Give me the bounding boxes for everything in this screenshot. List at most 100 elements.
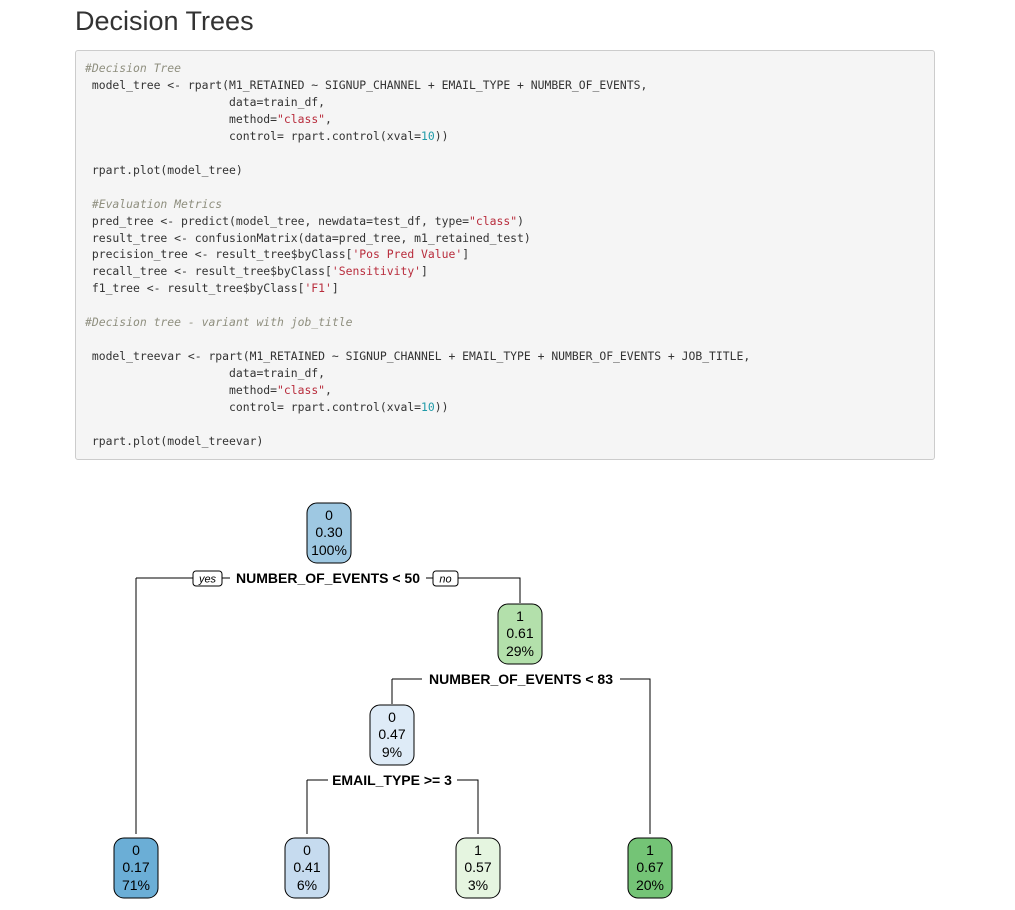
code-string: "class" [277, 111, 326, 126]
code-token: model_tree <- rpart(M1_RETAINED ~ SIGNUP… [85, 77, 648, 92]
node-cls: 1 [516, 608, 524, 624]
node-prob: 0.67 [636, 859, 663, 875]
decision-tree-plot: yes no NUMBER_OF_EVENTS < 50 NUMBER_OF_E… [113, 502, 673, 899]
node-box [627, 837, 673, 899]
yes-text: yes [198, 574, 217, 586]
node-pct: 29% [506, 643, 534, 659]
node-box [369, 704, 415, 766]
code-comment: #Decision tree - variant with job_title [85, 315, 353, 330]
node-cls: 1 [646, 842, 654, 858]
code-line: rpart.plot(model_treevar) [85, 434, 263, 448]
code-token: f1_tree <- result_tree$byClass[ [85, 281, 305, 296]
code-token: control= rpart.control(xval= [85, 128, 422, 143]
node-pct: 71% [122, 877, 150, 893]
code-token: rpart.plot(model_treevar) [85, 433, 264, 448]
tree-node-leaf-4: 10.67 20% [627, 837, 673, 899]
node-box [113, 837, 159, 899]
code-line: result_tree <- confusionMatrix(data=pred… [85, 231, 531, 245]
code-token: result_tree <- confusionMatrix(data=pred… [85, 230, 531, 245]
split-label-right: NUMBER_OF_EVENTS < 83 [429, 671, 613, 687]
code-comment: #Evaluation Metrics [91, 196, 223, 211]
node-pct: 3% [468, 877, 488, 893]
tree-node-leaf-1: 00.17 71% [113, 837, 159, 899]
code-line: recall_tree <- result_tree$byClass['Sens… [85, 264, 428, 278]
code-line: rpart.plot(model_tree) [85, 163, 243, 177]
node-cls: 0 [325, 507, 333, 523]
code-line: control= rpart.control(xval=10)) [85, 129, 448, 143]
code-token: , [325, 383, 332, 398]
node-cls: 0 [132, 842, 140, 858]
code-token: method= [85, 383, 278, 398]
code-string: 'F1' [304, 281, 332, 296]
code-string: "class" [469, 213, 518, 228]
code-line: control= rpart.control(xval=10)) [85, 400, 448, 414]
node-cls: 1 [474, 842, 482, 858]
yes-label: yes [192, 570, 223, 587]
node-prob: 0.17 [122, 859, 149, 875]
page-title: Decision Trees [75, 6, 254, 36]
code-string: 'Sensitivity' [331, 264, 422, 279]
code-line: method="class", [85, 112, 332, 126]
node-prob: 0.30 [315, 524, 342, 540]
tree-node-n-right: 10.61 29% [497, 603, 543, 665]
code-token: precision_tree <- result_tree$byClass[ [85, 247, 353, 262]
node-pct: 20% [636, 877, 664, 893]
code-token: method= [85, 111, 278, 126]
tree-node-leaf-3: 10.57 3% [455, 837, 501, 899]
code-token: ] [462, 247, 470, 262]
code-token: recall_tree <- result_tree$byClass[ [85, 264, 332, 279]
node-prob: 0.57 [464, 859, 491, 875]
node-pct: 100% [311, 542, 347, 558]
split-label-mid: EMAIL_TYPE >= 3 [332, 772, 452, 788]
code-line: f1_tree <- result_tree$byClass['F1'] [85, 281, 339, 295]
code-line: #Evaluation Metrics [85, 197, 222, 211]
node-prob: 0.47 [378, 726, 405, 742]
code-block: #Decision Tree model_tree <- rpart(M1_RE… [75, 50, 935, 460]
node-box [497, 603, 543, 665]
code-token: ] [421, 264, 428, 279]
tree-node-root: 00.30 100% [306, 502, 352, 564]
code-line: model_treevar <- rpart(M1_RETAINED ~ SIG… [85, 349, 750, 363]
code-line: pred_tree <- predict(model_tree, newdata… [85, 214, 524, 228]
code-token: control= rpart.control(xval= [85, 400, 422, 415]
code-string: 'Pos Pred Value' [352, 247, 463, 262]
code-line: #Decision tree - variant with job_title [85, 315, 352, 329]
code-line: method="class", [85, 383, 332, 397]
tree-edges [135, 577, 651, 834]
tree-node-n-mid: 00.47 9% [369, 704, 415, 766]
code-line: data=train_df, [85, 95, 325, 109]
code-line: model_tree <- rpart(M1_RETAINED ~ SIGNUP… [85, 77, 648, 92]
tree-node-leaf-2: 00.416% [284, 837, 330, 899]
code-line: precision_tree <- result_tree$byClass['P… [85, 247, 469, 261]
code-number: 10 [421, 400, 435, 415]
code-line: #Decision Tree [85, 61, 181, 75]
code-token: )) [434, 128, 449, 143]
node-prob: 0.61 [506, 625, 533, 641]
node-box [284, 837, 330, 899]
code-number: 10 [421, 128, 435, 143]
node-pct: 9% [382, 744, 402, 760]
code-token [85, 197, 92, 211]
code-token: ) [517, 213, 524, 228]
node-cls: 0 [388, 709, 396, 725]
node-cls: 0 [303, 842, 311, 858]
no-label: no [432, 570, 459, 587]
code-line: data=train_df, [85, 366, 325, 380]
node-box [455, 837, 501, 899]
code-token: data=train_df, [85, 366, 326, 381]
code-token: pred_tree <- predict(model_tree, newdata… [85, 213, 470, 228]
code-token: )) [434, 400, 449, 415]
no-text: no [439, 574, 451, 586]
code-token: , [325, 111, 332, 126]
code-token: data=train_df, [85, 94, 326, 109]
tree-nodes: 00.30100%10.6129%00.479%00.1771%00.416%1… [113, 502, 673, 899]
node-box [306, 502, 352, 564]
node-pct: 6% [297, 877, 317, 893]
code-token: rpart.plot(model_tree) [85, 162, 243, 177]
code-content: #Decision Tree model_tree <- rpart(M1_RE… [85, 60, 750, 450]
code-token: model_treevar <- rpart(M1_RETAINED ~ SIG… [85, 349, 751, 364]
code-comment: #Decision Tree [85, 61, 182, 75]
split-label-root: NUMBER_OF_EVENTS < 50 [236, 570, 420, 586]
code-token: ] [331, 281, 339, 296]
code-string: "class" [277, 383, 326, 398]
